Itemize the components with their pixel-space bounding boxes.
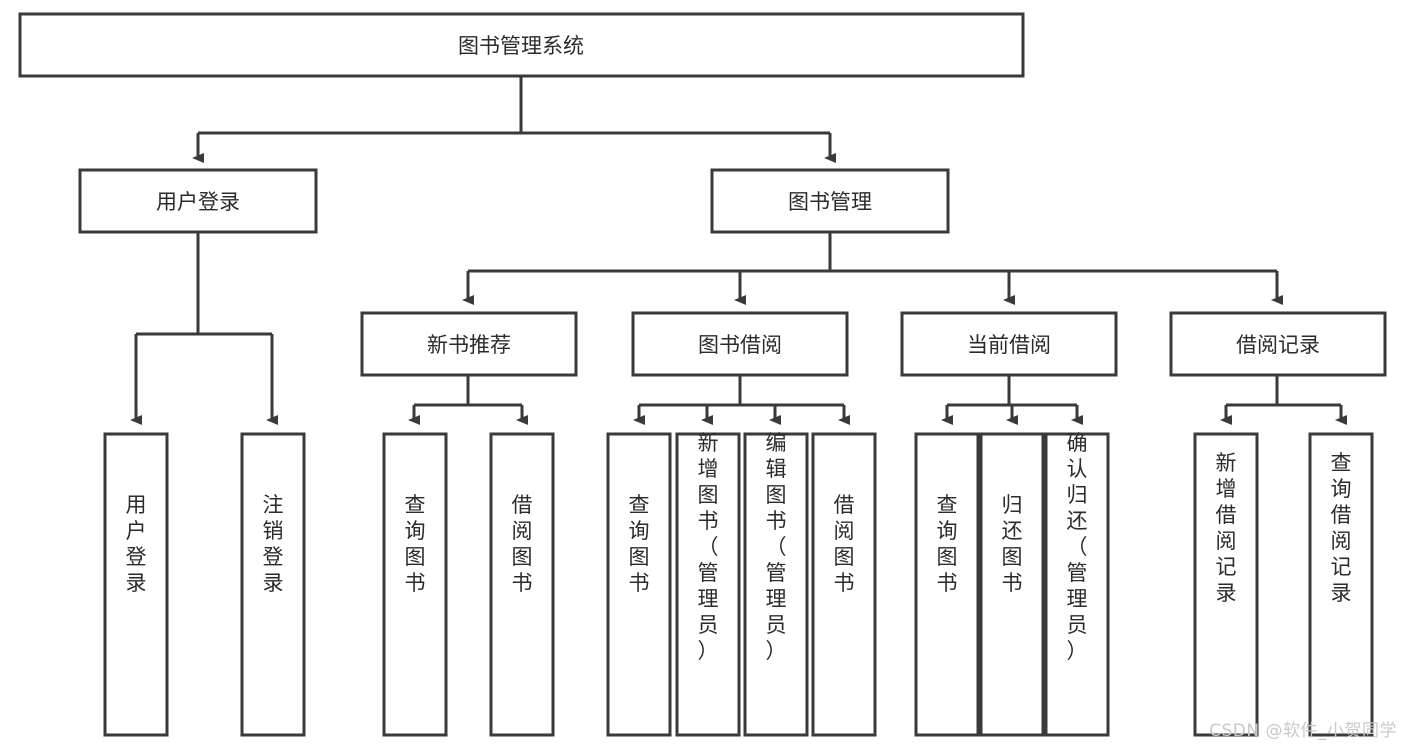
connector-new-book-to-leaves xyxy=(408,375,528,425)
connector-current-borrow-to-leaves xyxy=(941,375,1083,425)
leaf-book-borrow-add-label: 新增图书（管理员） xyxy=(698,431,719,663)
leaf-book-borrow-query[interactable]: 查询图书 xyxy=(606,432,672,737)
leaf-book-borrow-edit[interactable]: 编辑图书（管理员） xyxy=(743,431,809,737)
leaf-current-borrow-confirm-label: 确认归还（管理员） xyxy=(1067,431,1088,663)
leaf-new-book-borrow-label: 借阅图书 xyxy=(512,493,533,595)
node-book-borrow[interactable]: 图书借阅 xyxy=(631,311,849,377)
leaf-book-borrow-borrow-label: 借阅图书 xyxy=(834,493,855,595)
node-book-manage-label: 图书管理 xyxy=(788,190,872,214)
leaf-new-book-query[interactable]: 查询图书 xyxy=(382,432,448,737)
leaf-borrow-record-add-label: 新增借阅记录 xyxy=(1216,451,1237,605)
node-book-manage[interactable]: 图书管理 xyxy=(710,168,950,234)
node-user-login[interactable]: 用户登录 xyxy=(78,168,318,234)
leaf-current-borrow-return[interactable]: 归还图书 xyxy=(979,432,1045,737)
node-root-system[interactable]: 图书管理系统 xyxy=(18,12,1025,78)
leaf-new-book-borrow[interactable]: 借阅图书 xyxy=(489,432,555,737)
node-current-borrow-label: 当前借阅 xyxy=(967,333,1051,357)
leaf-book-borrow-query-label: 查询图书 xyxy=(629,493,650,595)
leaf-current-borrow-query-label: 查询图书 xyxy=(937,493,958,595)
leaf-current-borrow-confirm[interactable]: 确认归还（管理员） xyxy=(1044,431,1110,737)
leaf-user-login-logout[interactable]: 注销登录 xyxy=(240,432,306,737)
node-user-login-label: 用户登录 xyxy=(156,190,240,214)
leaf-book-borrow-borrow[interactable]: 借阅图书 xyxy=(811,432,877,737)
leaf-borrow-record-query-label: 查询借阅记录 xyxy=(1331,451,1352,605)
connector-root-to-level2 xyxy=(192,76,836,163)
leaf-new-book-query-label: 查询图书 xyxy=(405,493,426,595)
connector-borrow-record-to-leaves xyxy=(1220,375,1347,425)
node-borrow-record-label: 借阅记录 xyxy=(1236,333,1320,357)
node-new-book-recommend[interactable]: 新书推荐 xyxy=(360,311,578,377)
leaf-user-login-login-label: 用户登录 xyxy=(126,493,147,595)
leaf-current-borrow-query[interactable]: 查询图书 xyxy=(914,432,980,737)
leaf-user-login-logout-label: 注销登录 xyxy=(263,493,284,595)
leaf-borrow-record-query[interactable]: 查询借阅记录 xyxy=(1308,432,1374,737)
node-root-label: 图书管理系统 xyxy=(458,34,584,58)
leaf-book-borrow-edit-label: 编辑图书（管理员） xyxy=(766,431,787,663)
node-new-book-recommend-label: 新书推荐 xyxy=(427,333,511,357)
connector-book-manage-to-level3 xyxy=(462,232,1283,305)
connector-user-login-to-leaves xyxy=(130,232,278,425)
leaf-user-login-login[interactable]: 用户登录 xyxy=(103,432,169,737)
leaf-book-borrow-add[interactable]: 新增图书（管理员） xyxy=(675,431,741,737)
node-borrow-record[interactable]: 借阅记录 xyxy=(1169,311,1387,377)
leaf-current-borrow-return-label: 归还图书 xyxy=(1002,493,1023,595)
connector-book-borrow-to-leaves xyxy=(633,375,850,425)
leaf-borrow-record-add[interactable]: 新增借阅记录 xyxy=(1193,432,1259,737)
node-book-borrow-label: 图书借阅 xyxy=(698,333,782,357)
node-current-borrow[interactable]: 当前借阅 xyxy=(900,311,1118,377)
